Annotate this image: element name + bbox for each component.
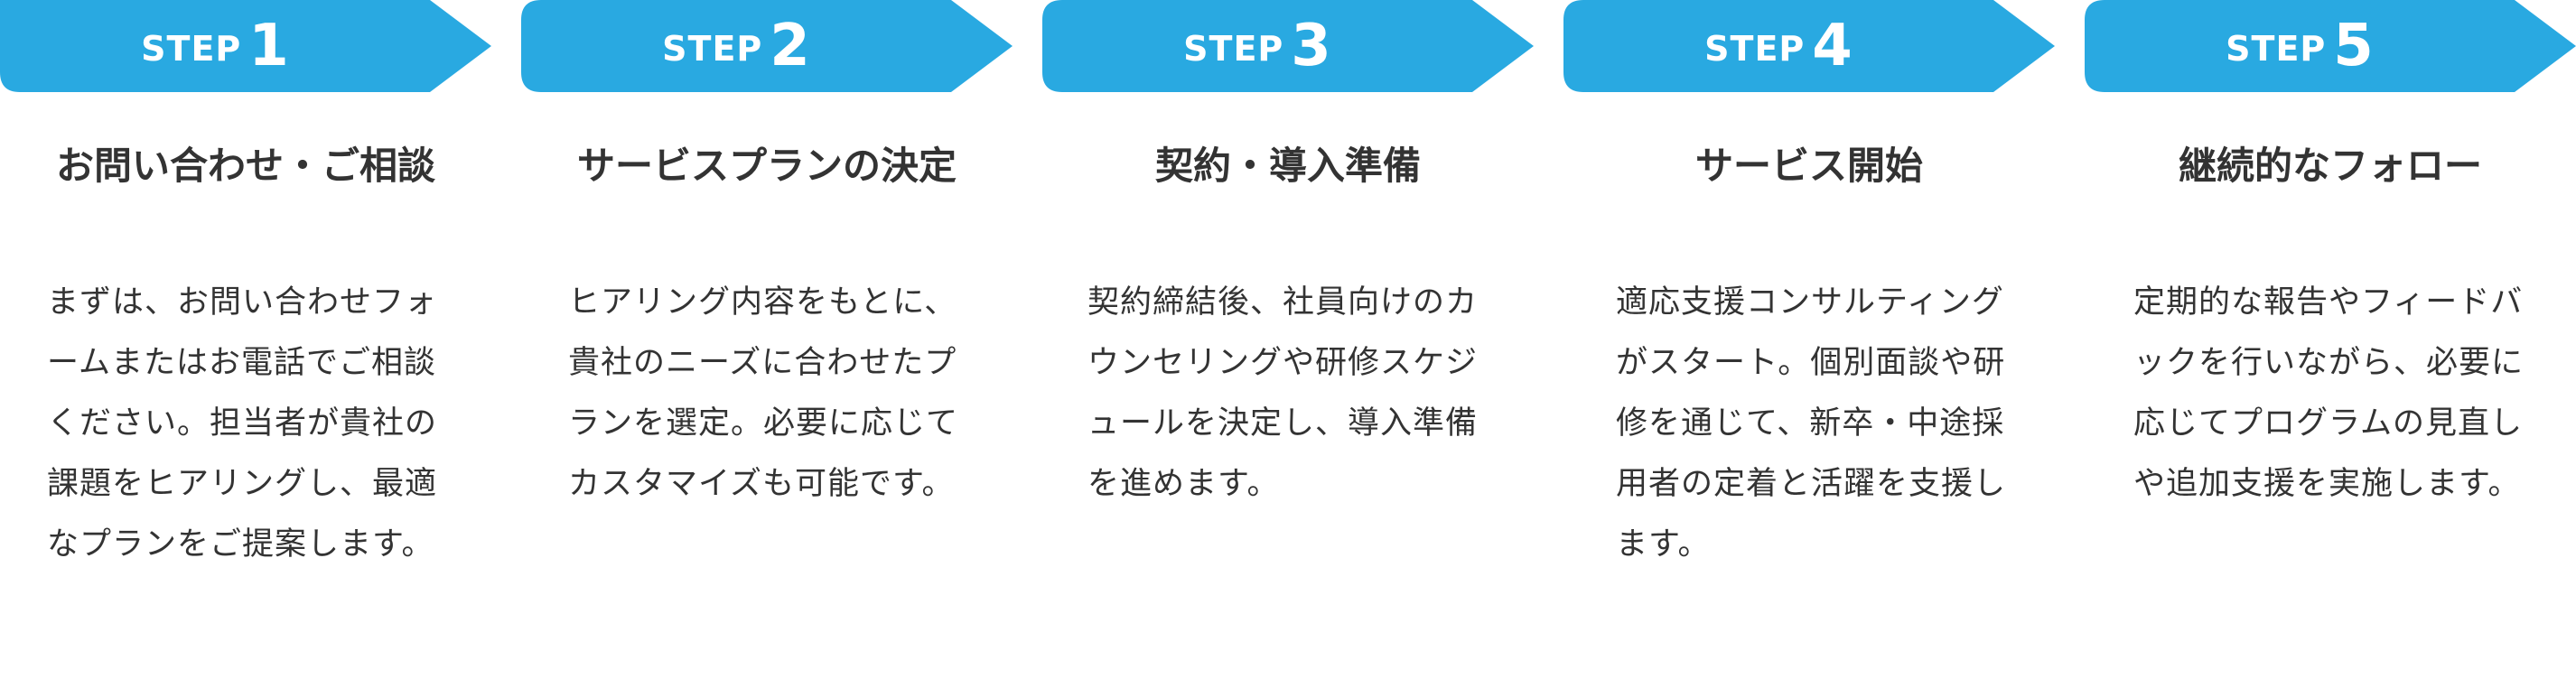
step-title: 契約・導入準備 bbox=[1154, 144, 1421, 188]
step-4-badge: STEP 4 bbox=[1563, 0, 2055, 92]
arrow-badge-icon bbox=[1563, 0, 2055, 92]
step-3-badge-label: STEP 3 bbox=[1042, 0, 1472, 92]
step-4-badge-label: STEP 4 bbox=[1563, 0, 1993, 92]
step-number: 5 bbox=[2333, 13, 2374, 79]
step-3-badge: STEP 3 bbox=[1042, 0, 1534, 92]
step-title: お問い合わせ・ご相談 bbox=[55, 144, 435, 188]
step-description: 定期的な報告やフィードバックを行いながら、必要に応じてプログラムの見直しや追加支… bbox=[2133, 284, 2525, 502]
step-number: 4 bbox=[1812, 13, 1853, 79]
step-word: STEP bbox=[2226, 29, 2327, 69]
step-4: STEP 4 サービス開始 適応支援コンサルティングがスタート。個別面談や研修を… bbox=[1563, 0, 2055, 679]
step-2-badge: STEP 2 bbox=[521, 0, 1013, 92]
step-description: 適応支援コンサルティングがスタート。個別面談や研修を通じて、新卒・中途採用者の定… bbox=[1616, 284, 2007, 563]
step-word: STEP bbox=[141, 29, 242, 69]
step-1-badge: STEP 1 bbox=[0, 0, 491, 92]
step-5: STEP 5 継続的なフォロー 定期的な報告やフィードバックを行いながら、必要に… bbox=[2085, 0, 2576, 679]
step-3: STEP 3 契約・導入準備 契約締結後、社員向けのカウンセリングや研修スケジュ… bbox=[1042, 0, 1534, 679]
arrow-badge-icon bbox=[521, 0, 1013, 92]
step-1-badge-label: STEP 1 bbox=[0, 0, 430, 92]
step-word: STEP bbox=[662, 29, 763, 69]
step-description: ヒアリング内容をもとに、貴社のニーズに合わせたプランを選定。必要に応じてカスタマ… bbox=[568, 284, 959, 502]
step-5-badge: STEP 5 bbox=[2085, 0, 2576, 92]
step-description: まずは、お問い合わせフォームまたはお電話でご相談ください。担当者が貴社の課題をヒ… bbox=[47, 284, 438, 563]
step-number: 3 bbox=[1291, 13, 1331, 79]
step-2-badge-label: STEP 2 bbox=[521, 0, 951, 92]
step-title: サービス開始 bbox=[1694, 144, 1923, 188]
step-1: STEP 1 お問い合わせ・ご相談 まずは、お問い合わせフォームまたはお電話でご… bbox=[0, 0, 491, 679]
arrow-badge-icon bbox=[0, 0, 491, 92]
step-number: 1 bbox=[248, 13, 289, 79]
step-title: サービスプランの決定 bbox=[576, 144, 957, 188]
step-2: STEP 2 サービスプランの決定 ヒアリング内容をもとに、貴社のニーズに合わせ… bbox=[521, 0, 1013, 679]
step-description: 契約締結後、社員向けのカウンセリングや研修スケジュールを決定し、導入準備を進めま… bbox=[1087, 284, 1479, 502]
step-word: STEP bbox=[1704, 29, 1806, 69]
arrow-badge-icon bbox=[1042, 0, 1534, 92]
arrow-badge-icon bbox=[2085, 0, 2576, 92]
step-word: STEP bbox=[1183, 29, 1284, 69]
step-title: 継続的なフォロー bbox=[2178, 144, 2482, 188]
step-5-badge-label: STEP 5 bbox=[2085, 0, 2515, 92]
step-number: 2 bbox=[770, 13, 810, 79]
